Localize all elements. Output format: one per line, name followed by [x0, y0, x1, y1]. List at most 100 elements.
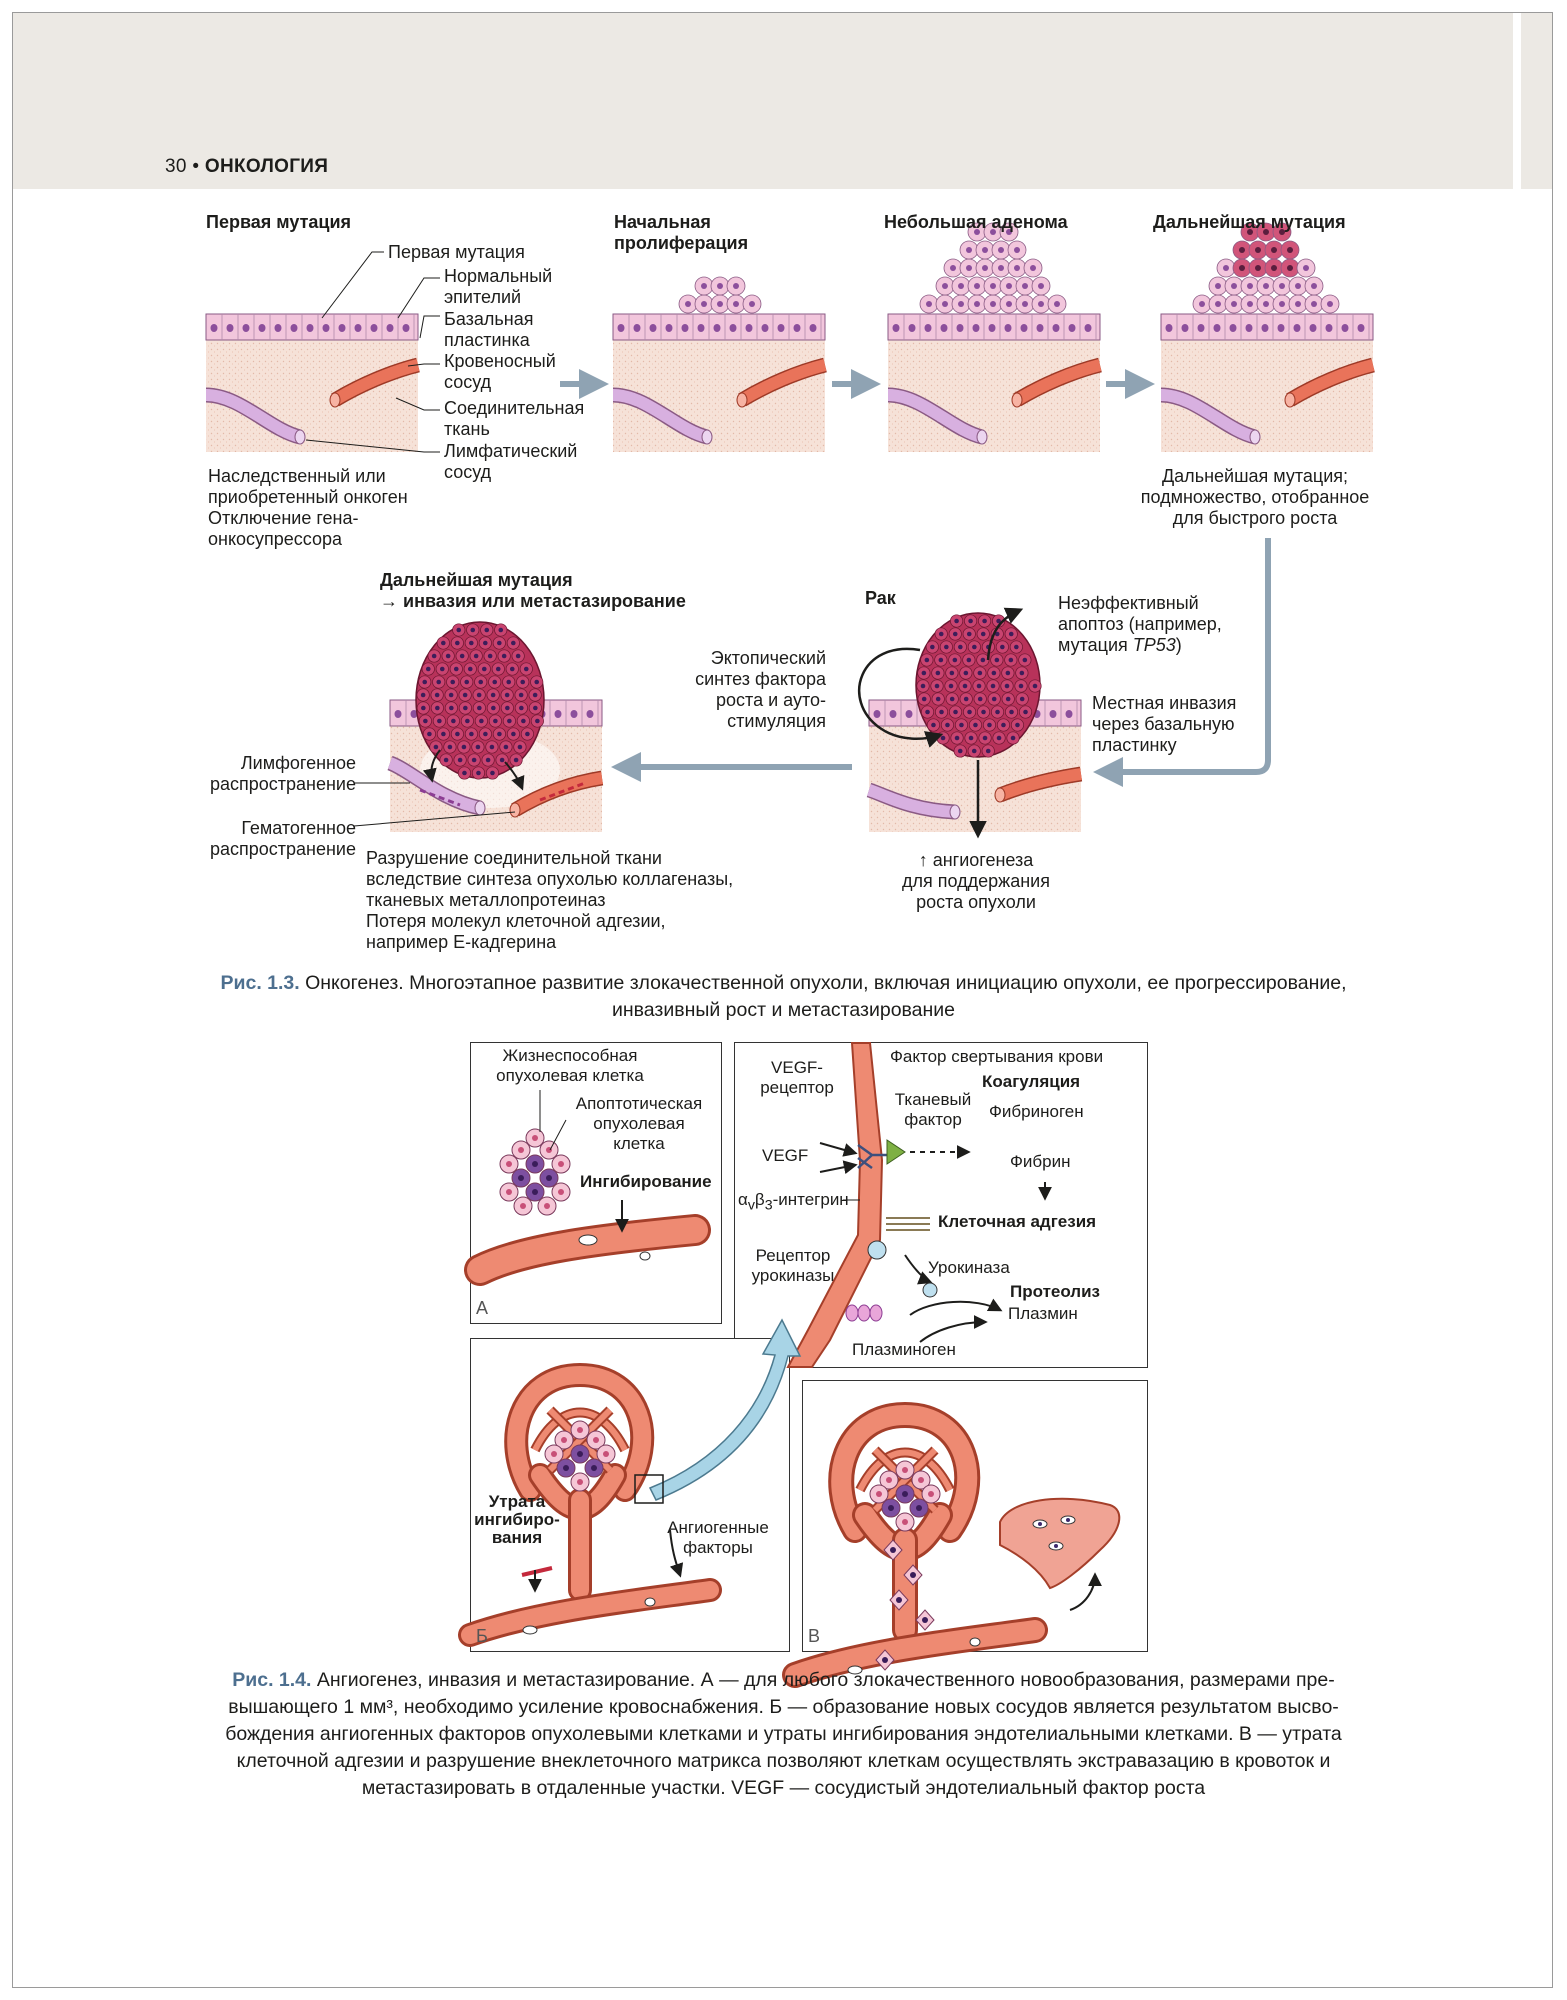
stage-1-title: Первая мутация	[206, 212, 352, 232]
invasion-box	[353, 621, 604, 832]
oncogenesis-figure	[205, 222, 1375, 839]
invasion-title-2: → инвазия или метастазирование	[380, 591, 686, 611]
label-connective-tissue: Соединительная ткань	[444, 398, 585, 439]
fibrinogen-label: Фибриноген	[989, 1102, 1084, 1121]
panel-detail	[734, 1042, 1148, 1368]
figure-1-4-line-5: метастазировать в отдаленные участки. VE…	[361, 1777, 1206, 1799]
integrin-v: v	[747, 1197, 755, 1214]
loss-inhibition-3: вания	[491, 1528, 543, 1547]
lymph-spread-2: распространение	[209, 774, 356, 794]
panel-a-letter: А	[476, 1298, 489, 1318]
urokinase-receptor-2: урокиназы	[751, 1266, 835, 1285]
viable-2: опухолевая клетка	[496, 1066, 644, 1085]
invasion-title-1: Дальнейшая мутация	[380, 570, 573, 590]
zoom-arrow	[648, 1318, 802, 1501]
stage-4-caption-3: для быстрого роста	[1172, 508, 1338, 528]
viable-1: Жизнеспособная	[502, 1046, 638, 1065]
integrin-label: αvβ3-интегрин	[738, 1190, 849, 1215]
stage-1-caption-3: Отключение гена-	[208, 508, 359, 528]
vegf-receptor-2: рецептор	[760, 1078, 834, 1097]
leader-lines	[305, 251, 440, 453]
destruction-5: например E-кадгерина	[366, 932, 557, 952]
destruction-4: Потеря молекул клеточной адгезии,	[366, 911, 666, 931]
figure-1-3-caption: Рис. 1.3. Онкогенез. Многоэтапное развит…	[120, 970, 1447, 1024]
header-strip	[1521, 13, 1552, 189]
inhibition-label: Ингибирование	[580, 1172, 712, 1191]
plasminogen-label: Плазминоген	[852, 1340, 956, 1359]
header-band	[13, 13, 1513, 189]
label-normal-epithelium: Нормальный эпителий	[444, 266, 553, 307]
urokinase-receptor-1: Рецептор	[755, 1246, 831, 1265]
figure-1-3-text-2: инвазивный рост и метастазирование	[611, 999, 956, 1021]
cancer-box	[857, 607, 1083, 839]
integrin-alpha: α	[738, 1190, 748, 1209]
detail-art	[786, 1042, 1052, 1368]
plasmin-label: Плазмин	[1008, 1304, 1078, 1323]
cell-adhesion-label: Клеточная адгезия	[938, 1212, 1097, 1231]
destruction-2: вследствие синтеза опухолью коллагеназы,	[366, 869, 734, 889]
label-blood-vessel: Кровеносный сосуд	[444, 351, 556, 392]
stage-1-caption-4: онкосупрессора	[208, 529, 343, 549]
figure-1-4-line-3: бождения ангиогенных факторов опухолевым…	[225, 1723, 1342, 1745]
stage-1-caption-2: приобретенный онкоген	[208, 487, 408, 507]
apoptotic-2: опухолевая	[593, 1114, 685, 1133]
ectopic-3: роста и ауто-	[716, 690, 826, 710]
chapter-title: ОНКОЛОГИЯ	[204, 156, 329, 177]
figure-1-4-line-1: Ангиогенез, инвазия и метастазирование. …	[316, 1669, 1335, 1691]
figure-1-3-label: Рис. 1.3.	[220, 972, 300, 994]
cancer-title: Рак	[865, 588, 896, 608]
page-border	[12, 12, 1553, 1988]
lymph-spread-1: Лимфогенное	[240, 753, 356, 773]
stage-2-title-line2: пролиферация	[614, 233, 749, 253]
vegf-label: VEGF	[762, 1146, 809, 1165]
loss-inhibition-1: Утрата	[488, 1492, 546, 1511]
figure-1-4-line-4: клеточной адгезии и разрушение внеклеточ…	[236, 1750, 1331, 1772]
angiogenesis-1: ↑ ангиогенеза	[918, 850, 1034, 870]
figure-1-4-label: Рис. 1.4.	[232, 1669, 312, 1691]
apoptosis-2: апоптоз (например,	[1058, 614, 1222, 634]
stage-4-caption-2: подмножество, отобранное	[1140, 487, 1370, 507]
figure-1-4-line-2: вышающего 1 мм³, необходимо усиление кро…	[228, 1696, 1339, 1718]
integrin-suffix: -интегрин	[772, 1190, 849, 1209]
stage-4-box	[1160, 222, 1375, 452]
stage-3-title: Небольшая аденома	[884, 212, 1068, 232]
apoptosis-1: Неэффективный	[1058, 593, 1199, 613]
stage-1-caption-1: Наследственный или	[208, 466, 386, 486]
page-number: 30	[165, 156, 187, 177]
head-separator: •	[192, 156, 200, 177]
liver-icon	[999, 1497, 1121, 1590]
integrin-3: 3	[764, 1197, 773, 1214]
panel-a-art	[464, 1090, 711, 1286]
fibrin-label: Фибрин	[1010, 1152, 1071, 1171]
tissue-factor-2: фактор	[904, 1110, 962, 1129]
stage-2-title-line1: Начальная	[614, 212, 711, 232]
apoptotic-3: клетка	[613, 1134, 665, 1153]
apoptotic-1: Апоптотическая	[575, 1094, 703, 1113]
panel-b-letter: Б	[476, 1626, 488, 1646]
local-invasion-1: Местная инвазия	[1092, 693, 1237, 713]
figure-1-3-text-1: Онкогенез. Многоэтапное развитие злокаче…	[305, 972, 1347, 994]
vegf-receptor-1: VEGF-	[771, 1058, 823, 1077]
hemato-spread-1: Гематогенное	[241, 818, 356, 838]
running-head: 30 • ОНКОЛОГИЯ	[165, 156, 328, 178]
destruction-3: тканевых металлопротеиназ	[366, 890, 606, 910]
process-arrows	[560, 369, 1271, 787]
loss-inhibition-2: ингибиро-	[474, 1510, 560, 1529]
angiogenesis-2: для поддержания	[902, 871, 1050, 891]
stage-2-box	[612, 276, 827, 452]
stage-4-title: Дальнейшая мутация	[1153, 212, 1346, 232]
proteolysis-label: Протеолиз	[1010, 1282, 1101, 1301]
angiogenic-factors-2: факторы	[683, 1538, 753, 1557]
angiogenesis-3: роста опухоли	[916, 892, 1036, 912]
clotting-factor-label: Фактор свертывания крови	[890, 1047, 1104, 1066]
stage-3-box	[887, 222, 1102, 452]
panel-v-letter: В	[808, 1626, 821, 1646]
stage-4-caption-1: Дальнейшая мутация;	[1161, 466, 1349, 486]
urokinase-label: Урокиназа	[928, 1258, 1010, 1277]
panel-v-art	[782, 1401, 1048, 1688]
ectopic-2: синтез фактора	[695, 669, 826, 689]
apoptosis-3: мутация TP53)	[1058, 635, 1182, 655]
local-invasion-3: пластинку	[1092, 735, 1177, 755]
ectopic-4: стимуляция	[727, 711, 826, 731]
